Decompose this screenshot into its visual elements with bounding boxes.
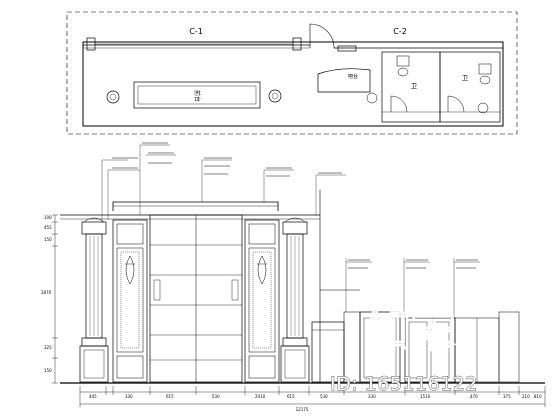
plan-planter-right: [268, 89, 282, 103]
zone-label-c1: C-1: [189, 27, 203, 36]
left-dim-label: 100: [44, 215, 52, 220]
plan-door-sill: [337, 45, 357, 52]
bottom-dim-label: 810: [534, 394, 542, 399]
bottom-dim-label: 330: [368, 394, 376, 399]
column-pedestal: [280, 345, 310, 383]
toilet-room-label-left: 卫: [411, 83, 417, 90]
floor-plan: [66, 11, 518, 135]
toilet-room-label-right: 卫: [462, 75, 468, 82]
left-dimension-labels: 100 455 150 2870 325 150: [41, 215, 52, 373]
wall-elevation: [52, 142, 546, 407]
plan-bar-counter: [317, 68, 371, 93]
bottom-dim-label: 375: [503, 394, 511, 399]
watermark-id: ID: 165116122: [330, 373, 478, 395]
bottom-dim-label: 2410: [255, 394, 266, 399]
bottom-dimension-labels: 445 330 615 530 2410 615 530 330 1510 47…: [89, 394, 542, 412]
plan-toilet-room-right: [439, 51, 501, 123]
annotation-text-marks: [112, 142, 478, 269]
bar-counter-label: 吧台: [348, 73, 358, 80]
left-dim-label: 455: [44, 225, 52, 230]
left-dimension-line: [52, 214, 58, 384]
bottom-dim-label: 530: [320, 394, 328, 399]
left-dim-label: 325: [44, 345, 52, 350]
reception-label: 前台: [193, 90, 201, 102]
right-section: [311, 190, 520, 383]
bottom-dim-label: 615: [166, 394, 174, 399]
door-frame: [359, 311, 401, 383]
plan-door-swing: [309, 23, 335, 49]
left-dim-label: 2870: [41, 290, 52, 295]
plan-boundary-dashed: [66, 11, 518, 135]
toilet-icon: [397, 67, 409, 77]
total-dim-label: 12175: [296, 407, 309, 412]
bottom-dim-label: 615: [287, 394, 295, 399]
left-dim-label: 150: [44, 237, 52, 242]
left-column: [79, 217, 109, 383]
right-ornament-panel: [244, 219, 280, 383]
zone-label-c2: C-2: [393, 27, 407, 36]
column-pedestal: [79, 345, 109, 383]
reception-counter: [133, 81, 261, 109]
annotation-leaders: [101, 144, 480, 318]
sink-icon: [366, 92, 378, 104]
toilet-icon: [479, 75, 491, 85]
bottom-dim-label: 470: [470, 394, 478, 399]
sink-icon: [477, 102, 489, 114]
bottom-dim-label: 330: [125, 394, 133, 399]
bottom-dimension-line: [79, 386, 546, 407]
bottom-dim-label: 210: [522, 394, 530, 399]
bottom-dim-label: 1510: [420, 394, 431, 399]
column-capital: [282, 221, 308, 235]
column-capital: [81, 221, 107, 235]
right-column: [280, 217, 310, 383]
bottom-dim-label: 445: [89, 394, 97, 399]
bottom-dim-label: 530: [212, 394, 220, 399]
plan-planter-left: [106, 90, 120, 104]
watermark-logo: 知末: [367, 306, 455, 357]
left-ornament-panel: [112, 219, 148, 383]
left-dim-label: 150: [44, 368, 52, 373]
center-panel: [149, 214, 243, 383]
